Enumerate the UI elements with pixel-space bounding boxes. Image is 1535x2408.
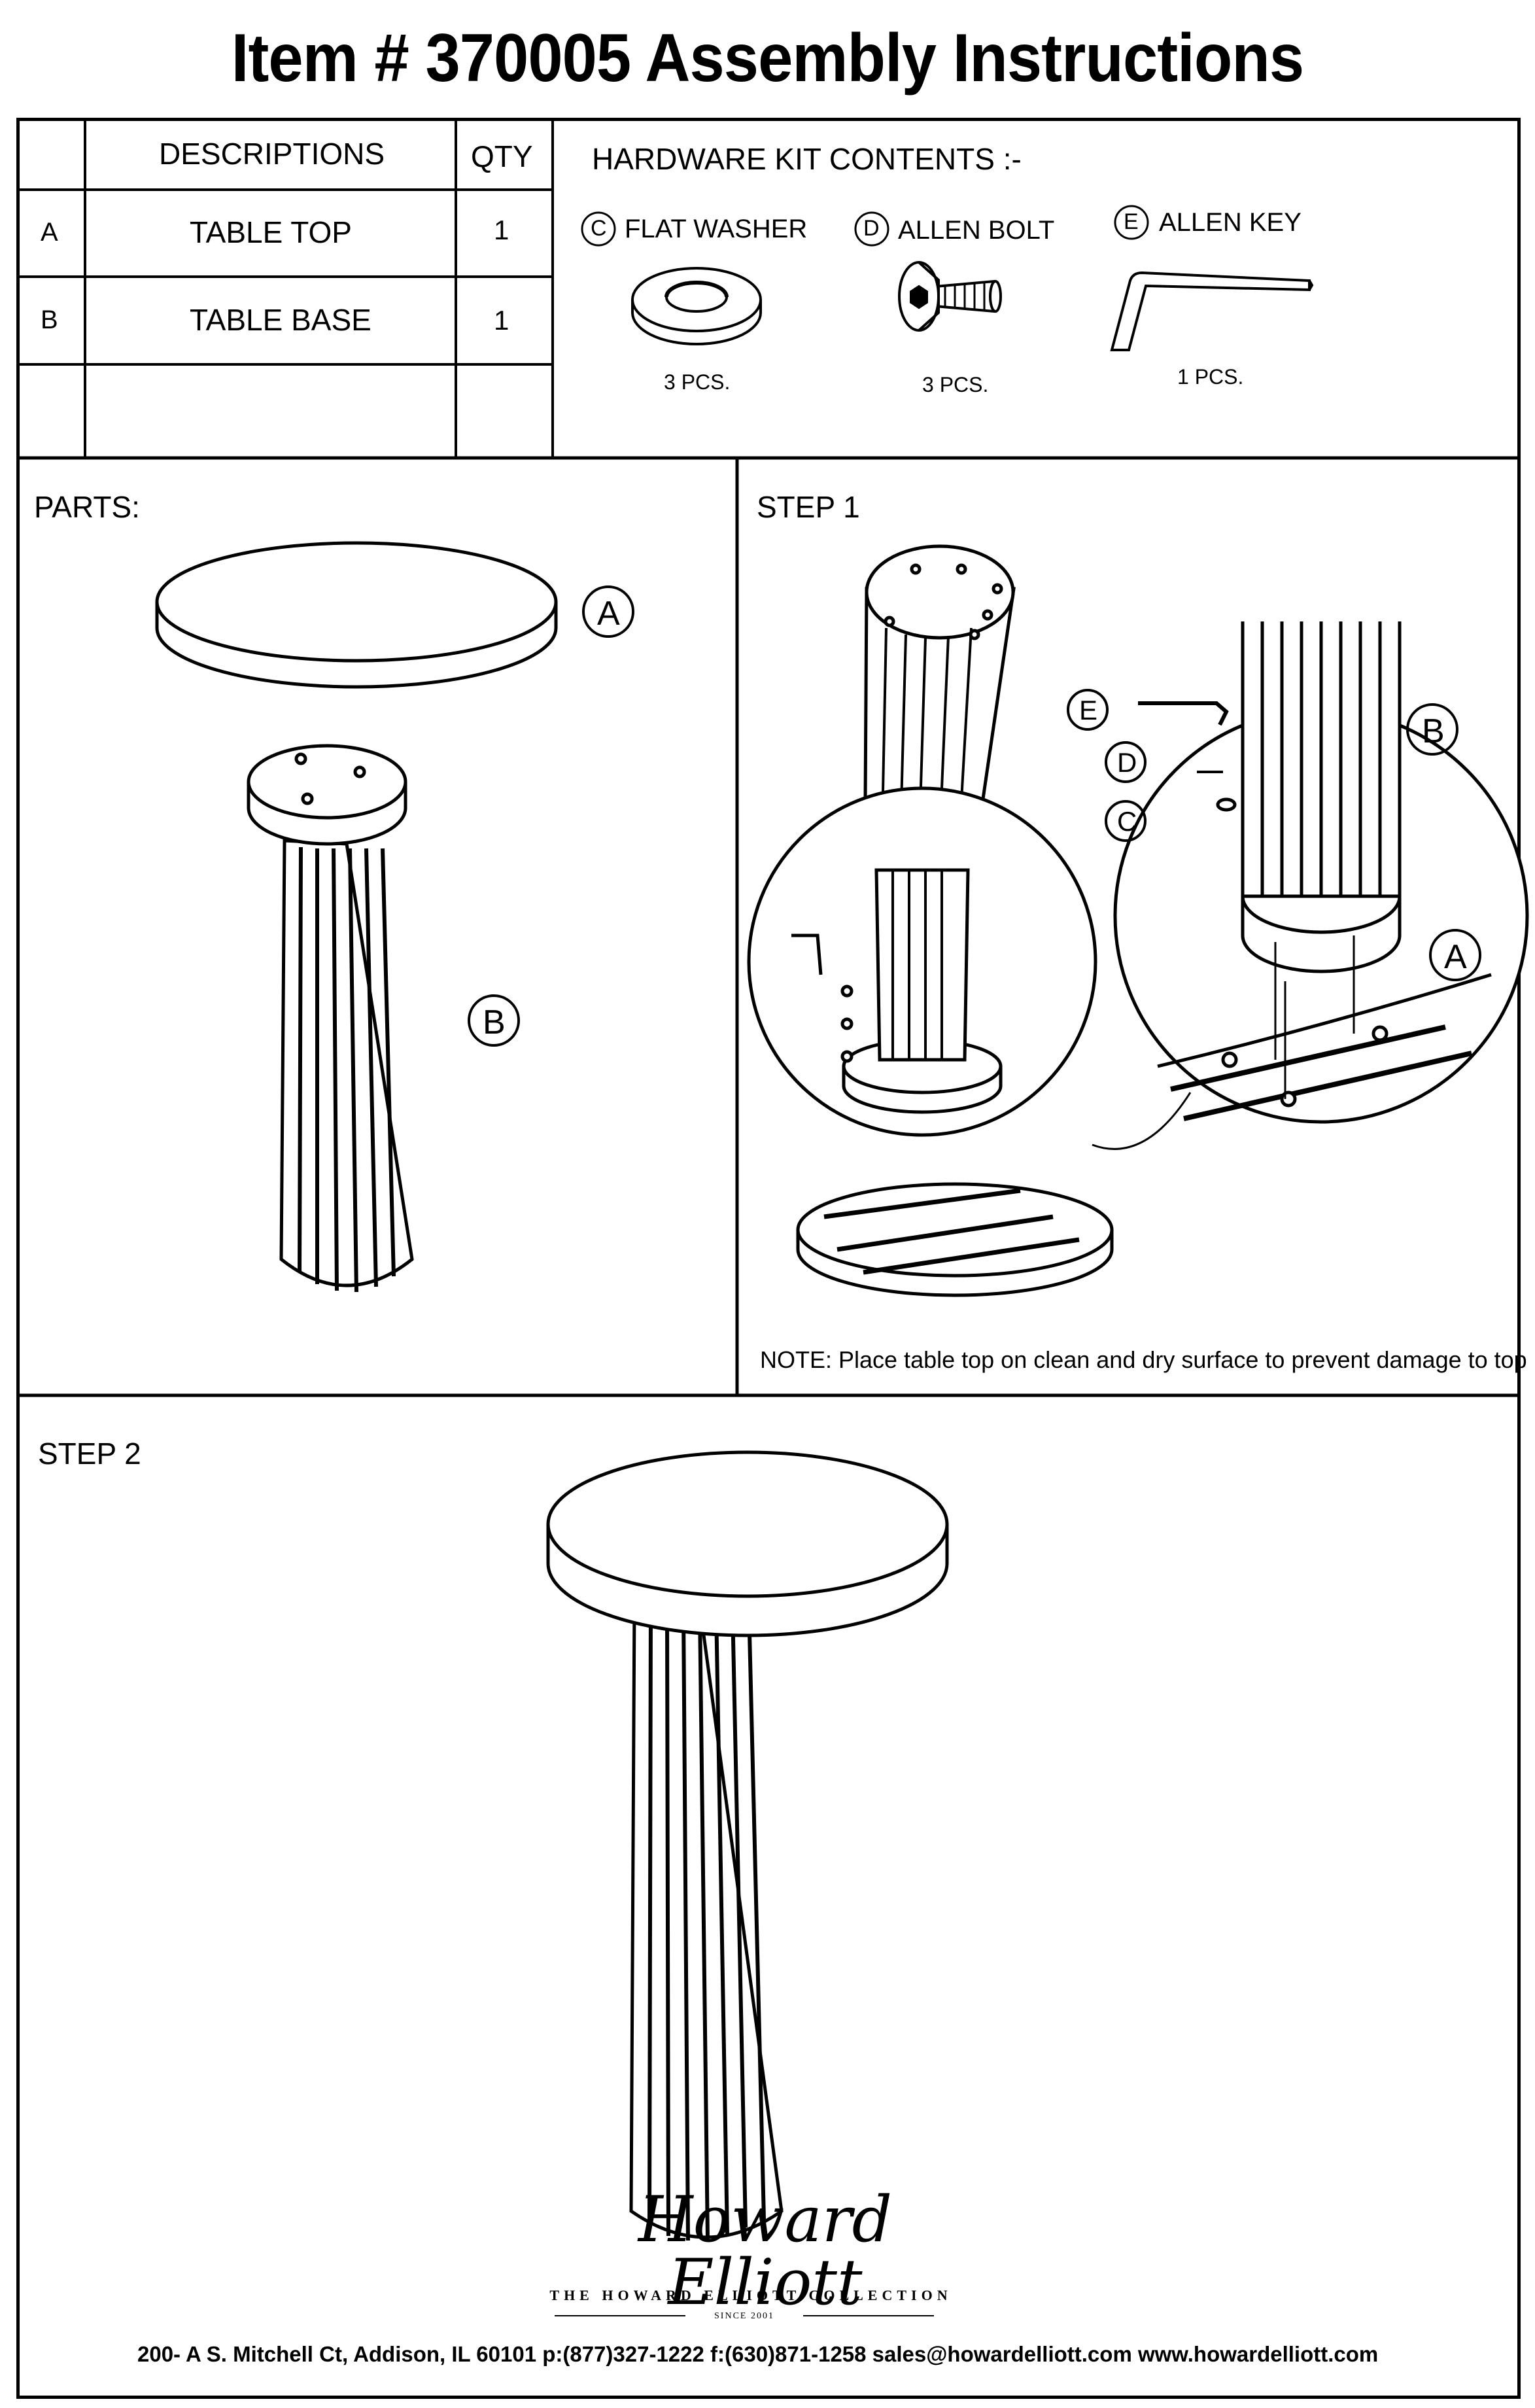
callout-e-step1 [1067, 689, 1109, 731]
callout-c-circle [581, 211, 616, 247]
hardware-e-letter: E [1124, 209, 1139, 234]
step1-callout-e: E [1079, 695, 1098, 725]
callout-d-circle [854, 211, 889, 247]
step1-callout-a: A [1444, 938, 1467, 976]
callout-a-step1 [1429, 929, 1481, 981]
callout-b-step1 [1406, 703, 1458, 756]
callout-e-circle [1114, 205, 1149, 240]
hardware-c-letter: C [591, 216, 607, 241]
callout-a-parts [582, 585, 634, 638]
step1-callout-b: B [1422, 712, 1445, 750]
parts-label: PARTS: [34, 490, 140, 524]
step1-note: NOTE: Place table top on clean and dry s… [760, 1346, 1527, 1373]
since-2001: SINCE 2001 [714, 2311, 774, 2321]
row-a-letter: A [41, 218, 58, 247]
page-title: Item # 370005 Assembly Instructions [231, 20, 1304, 96]
step1-callout-d: D [1117, 747, 1137, 778]
hardware-e-qty: 1 PCS. [1177, 365, 1244, 389]
hardware-e-name: ALLEN KEY [1159, 208, 1302, 237]
header-descriptions: DESCRIPTIONS [159, 137, 385, 171]
step1-callout-c: C [1117, 806, 1137, 837]
step2-assembled-table-drawing [546, 1450, 949, 2241]
callout-d-step1 [1105, 741, 1147, 783]
hardware-d-name: ALLEN BOLT [898, 216, 1055, 245]
step2-label: STEP 2 [38, 1437, 141, 1471]
row-b-qty: 1 [494, 305, 509, 336]
row-b-description: TABLE BASE [190, 303, 371, 337]
callout-b-parts [468, 994, 520, 1047]
row-a-qty: 1 [494, 215, 509, 245]
table-top-part-drawing [155, 541, 558, 689]
table-base-part-drawing [247, 744, 414, 1293]
hardware-heading: HARDWARE KIT CONTENTS :- [592, 142, 1022, 176]
logo-signature: Howard Elliott [638, 2183, 893, 2319]
header-qty: QTY [471, 139, 533, 173]
document-frame [16, 118, 1521, 2399]
hardware-d-qty: 3 PCS. [922, 373, 989, 396]
step1-assembly-drawing [747, 544, 1529, 1297]
hardware-c-qty: 3 PCS. [664, 370, 731, 394]
parts-callout-b: B [483, 1003, 506, 1041]
flat-washer-icon [631, 267, 762, 345]
allen-bolt-icon [898, 261, 1002, 332]
row-b-letter: B [41, 305, 58, 334]
hardware-c-name: FLAT WASHER [625, 215, 808, 243]
step1-label: STEP 1 [757, 490, 860, 524]
allen-key-icon [1110, 271, 1314, 351]
since-rule [555, 2315, 934, 2316]
footer-address: 200- A S. Mitchell Ct, Addison, IL 60101… [137, 2342, 1379, 2366]
parts-callout-a: A [597, 595, 620, 633]
hardware-d-letter: D [863, 216, 880, 241]
collection-name: THE HOWARD ELLIOTT COLLECTION [549, 2287, 952, 2303]
row-a-description: TABLE TOP [190, 215, 352, 249]
callout-c-step1 [1105, 800, 1147, 842]
